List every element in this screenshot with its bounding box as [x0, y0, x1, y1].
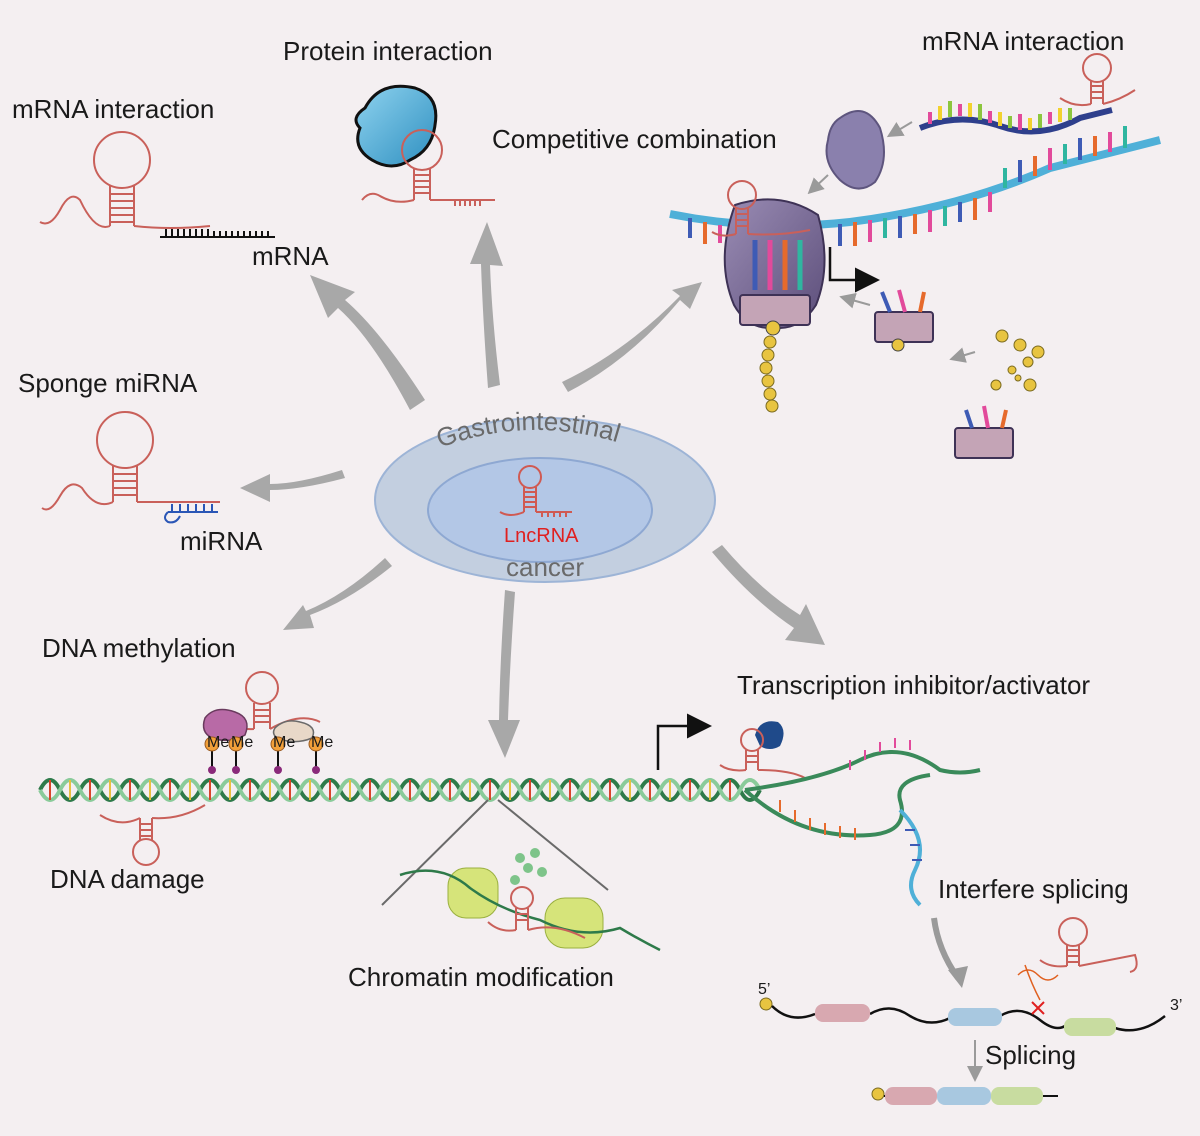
splicing-title: Splicing — [985, 1040, 1076, 1070]
lncrna-hairpin-8 — [719, 728, 806, 779]
three-prime-label: 3’ — [1170, 997, 1182, 1014]
dna-double-helix — [38, 778, 762, 802]
competitive-combination-title: Competitive combination — [492, 124, 777, 154]
methyl-markers: Me Me Me Me — [204, 734, 333, 774]
mature-mrna — [871, 1087, 1058, 1105]
mirna-strand — [164, 504, 218, 524]
nucleosome-2 — [544, 897, 604, 949]
exon-2 — [948, 1008, 1002, 1026]
trna-complex-1 — [874, 289, 934, 352]
me-tag-3: Me — [273, 734, 295, 751]
lncrna-hairpin-4 — [41, 411, 220, 511]
trna-complex-2 — [954, 405, 1014, 459]
me-tag-4: Me — [311, 734, 333, 751]
transcription-bubble — [743, 738, 981, 907]
mrna-label-left: mRNA — [252, 241, 329, 271]
mrna-interaction-left-panel: mRNA interaction mRNA — [12, 94, 329, 271]
radial-arrows — [240, 222, 825, 758]
mirna-label: miRNA — [180, 526, 263, 556]
center-title-bottom: cancer — [506, 552, 584, 582]
mrna-interaction-right-title: mRNA interaction — [922, 26, 1124, 56]
nucleosome-1 — [447, 867, 499, 919]
five-prime-label: 5’ — [758, 981, 770, 998]
mrna-strand-right — [918, 101, 1113, 135]
dna-damage-panel: DNA damage — [50, 804, 206, 894]
lncrna-hairpin-6 — [99, 804, 206, 866]
lncrna-inner-ellipse — [427, 457, 653, 563]
lncrna-hairpin-2 — [361, 129, 495, 206]
lncrna-label: LncRNA — [504, 525, 579, 547]
rna-binding-protein-icon — [825, 109, 885, 190]
lncrna-hairpin-3 — [1059, 53, 1136, 107]
transcription-title: Transcription inhibitor/activator — [737, 670, 1090, 700]
protein-interaction-panel: Protein interaction — [283, 36, 495, 206]
dna-methylation-panel: DNA methylation Me Me Me Me — [42, 633, 333, 774]
sponge-mirna-title: Sponge miRNA — [18, 368, 198, 398]
splicing-panel: Interfere splicing 5’ 3’ Splicing — [758, 874, 1182, 1105]
chromatin-modification-title: Chromatin modification — [348, 962, 614, 992]
sponge-mirna-panel: Sponge miRNA miRNA — [18, 368, 263, 556]
histone-marks — [510, 848, 547, 885]
me-tag-2: Me — [231, 734, 253, 751]
center-lncrna-icon — [499, 465, 572, 517]
dna-methylation-title: DNA methylation — [42, 633, 236, 663]
interfere-splicing-title: Interfere splicing — [938, 874, 1129, 904]
exon-3 — [1064, 1018, 1116, 1036]
me-tag-1: Me — [207, 734, 229, 751]
amino-acids — [990, 329, 1045, 392]
lncrna-hairpin-1 — [39, 131, 211, 229]
protein-interaction-title: Protein interaction — [283, 36, 493, 66]
methyltransferase-1-icon — [202, 708, 248, 742]
spliceosome-block-icon — [1017, 964, 1059, 1015]
transcription-factor-icon — [755, 721, 784, 749]
pre-mrna-strand — [771, 1005, 1166, 1032]
transcription-panel: Transcription inhibitor/activator — [656, 670, 1090, 907]
exon-1 — [815, 1004, 870, 1022]
lncrna-hairpin-9 — [1039, 917, 1138, 973]
protein-blob-icon — [354, 84, 438, 168]
lncrna-hairpin-7 — [487, 886, 586, 939]
mrna-interaction-left-title: mRNA interaction — [12, 94, 214, 124]
center-ellipse-group: Gastrointestinal cancer LncRNA — [374, 406, 716, 583]
chromatin-modification-panel: Chromatin modification — [348, 799, 661, 992]
mrna-strand-left — [160, 229, 275, 238]
competitive-combination-panel: mRNA interaction Competitive combination — [492, 26, 1161, 459]
dna-damage-title: DNA damage — [50, 864, 205, 894]
ribosome-icon — [711, 180, 826, 413]
